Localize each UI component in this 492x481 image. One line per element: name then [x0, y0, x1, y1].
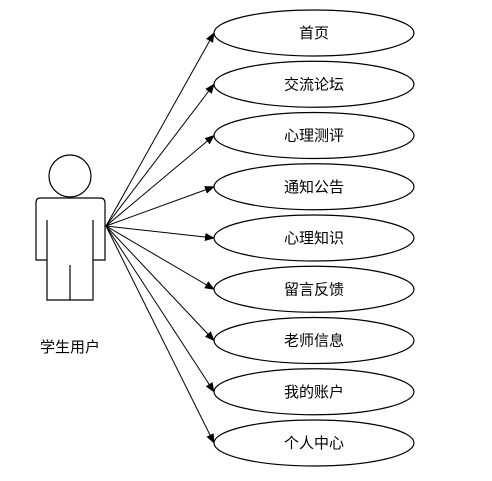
- use-case-ellipse: [213, 419, 415, 467]
- use-case: 个人中心: [213, 419, 415, 467]
- association-arrow: [105, 83, 215, 227]
- association-arrow: [105, 186, 215, 227]
- use-case-ellipse: [213, 265, 415, 313]
- use-case: 通知公告: [213, 163, 415, 211]
- use-case-ellipse: [213, 111, 415, 160]
- use-case: 交流论坛: [213, 60, 415, 108]
- association-arrow: [105, 225, 215, 444]
- actor-body: [35, 197, 106, 301]
- use-case-label: 我的账户: [284, 383, 344, 401]
- use-case-label: 心理测评: [284, 127, 344, 145]
- association-arrow: [105, 225, 215, 393]
- use-case-label: 老师信息: [284, 332, 344, 350]
- use-case-label: 留言反馈: [284, 280, 344, 298]
- actor-head: [48, 154, 92, 198]
- use-case-ellipse: [213, 316, 415, 365]
- use-case-ellipse: [213, 163, 415, 211]
- use-case: 我的账户: [213, 368, 415, 416]
- use-case-ellipse: [213, 9, 415, 57]
- use-case: 首页: [213, 9, 415, 57]
- association-arrow: [105, 32, 215, 227]
- use-case-ellipse: [213, 368, 415, 416]
- association-arrow: [105, 225, 215, 290]
- use-case-label: 个人中心: [284, 434, 344, 452]
- association-arrow: [105, 134, 215, 227]
- use-case-label: 首页: [299, 24, 329, 42]
- association-arrow: [105, 225, 215, 342]
- actor-figure: [35, 154, 106, 301]
- use-case-ellipse: [213, 214, 415, 262]
- use-case: 心理知识: [213, 214, 415, 262]
- actor-label: 学生用户: [40, 338, 100, 356]
- use-case-label: 心理知识: [284, 229, 344, 247]
- association-arrow: [105, 225, 215, 241]
- use-case: 老师信息: [213, 316, 415, 365]
- use-case-ellipse: [213, 60, 415, 108]
- use-case-label: 通知公告: [284, 178, 344, 196]
- use-case: 留言反馈: [213, 265, 415, 313]
- use-case-label: 交流论坛: [284, 75, 344, 93]
- use-case: 心理测评: [213, 111, 415, 160]
- association-arrows: [105, 32, 215, 444]
